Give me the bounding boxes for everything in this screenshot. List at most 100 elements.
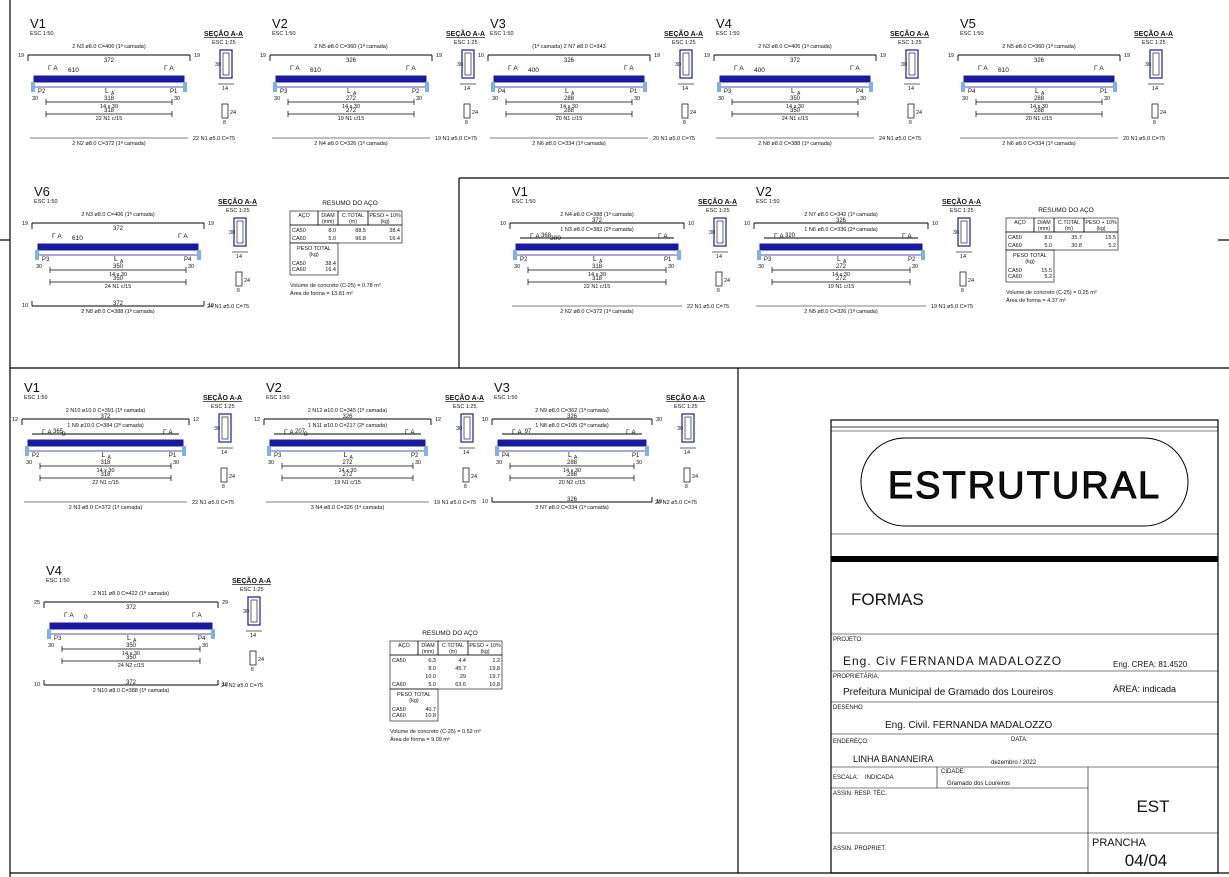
top-beam-v4-l-label: L [791,88,795,95]
mid-beam-v1-support-l [513,250,517,260]
summary-1-h-text-3-0: PESO + 10% [369,213,401,219]
top-beam-v2-lap: 610 [310,67,321,74]
top-beam-v4-top-bar-label: 2 N3 ø8.0 C=406 (1ª camada) [758,43,832,50]
mid-beam-v1-supw-r: 30 [668,264,674,270]
low-beam-v3-beam-body [497,439,647,447]
top-beam-v6-section-w: 14 [236,254,242,260]
top-beam-v3-beam-body [493,75,645,83]
summary-2-tot-val-0: 15.5 [1041,268,1052,274]
top-beam-v5-stirrup-w: 8 [1153,120,1156,126]
summary-3-cell-3-3: 10.8 [489,682,500,688]
summary-2-cell-0-1: 8.0 [1044,235,1052,241]
top-beam-v1-section-scale: ESC 1:25 [212,40,236,46]
low-beam-v3-stir: 20 N2 c/15 [559,480,586,486]
mid-beam-v2-section-w: 14 [960,254,966,260]
low-beam-v1-l-label: L [102,452,106,459]
summary-3-cell-1-1: 8.0 [428,666,436,672]
top-beam-v3-section-title: SEÇÃO A-A [664,29,703,38]
mid-beam-v2-bar2-label: 1 N6 ø8.0 C=336 (2ª camada) [804,226,878,233]
top-beam-v1-a-label: A [111,91,115,97]
top-beam-v3-supw-l: 30 [492,96,498,102]
low-beam-v4-stirrup-h: 24 [258,657,264,663]
top-beam-v4-support-r [869,82,873,92]
tb-projeto-value: Eng. Civ FERNANDA MADALOZZO [843,654,1062,668]
summary-2-vol: Volume de concreto (C-25) = 0.25 m³ [1006,290,1097,296]
summary-1-h-text-3-1: (kg) [380,219,389,225]
top-beam-v5-sup-r-label: P1 [1100,89,1108,95]
summary-3-body [389,654,503,690]
top-beam-v1-sup-l-label: P2 [38,89,46,95]
low-beam-v1-support-l [25,446,29,456]
low-beam-v2-l-label: L [344,452,348,459]
low-beam-v1-supw-r: 30 [173,460,179,466]
summary-2-cell-1-1: 5.0 [1044,243,1052,249]
top-beam-v6-dim14: 14 x 30 [109,272,127,278]
low-beam-v3-section-h: 30 [677,426,683,432]
low-beam-v1-section-rect [218,413,232,443]
summary-1-h-text-0-0: AÇO [298,213,309,219]
low-beam-v3-title: V3 [494,380,510,395]
summary-2-h-text-3-0: PESO + 10% [1085,220,1117,226]
summary-3-peso-1: (kg) [409,698,419,704]
summary-2-peso-0: PESO TOTAL [1013,253,1047,259]
summary-3-cell-0-2: 4.4 [458,658,466,664]
top-beam-v5-section-w: 14 [1152,86,1158,92]
mid-beam-v2-hook-r-val: 10 [932,221,938,227]
low-beam-v1-sup-l-label: P2 [32,453,40,459]
tb-escala-value: INDICADA [865,775,894,781]
top-beam-v1-sup-r-label: P1 [170,89,178,95]
low-beam-v2-bar2-len: 207 [295,429,306,435]
summary-3-cell-0-3: 1.2 [492,658,500,664]
top-beam-v1-stir: 22 N1 c/15 [96,116,123,122]
mid-beam-v1-section-scale: ESC 1:25 [706,208,730,214]
top-beam-v2-section-w: 14 [464,86,470,92]
low-beam-v1-section-h: 30 [214,426,220,432]
top-beam-v2-hook-l-val: 19 [260,53,266,59]
mid-beam-v2-l-label: L [837,256,841,263]
low-beam-v4-support-r [211,629,215,639]
low-beam-v1-section-scale: ESC 1:25 [211,404,235,410]
summary-3-tot-name-1: CA60 [392,713,406,719]
summary-3-cell-2-1: 10.0 [425,674,436,680]
low-beam-v1-stirrup-w: 8 [222,484,225,490]
mid-beam-v1-scale: ESC 1:50 [512,199,536,205]
low-beam-v3-stirrup-w: 8 [685,484,688,490]
top-beam-v6-bot-hook-rv: 10 [208,303,214,309]
summary-2-h-text-3-1: (kg) [1096,226,1105,232]
summary-2-body [1005,231,1119,251]
low-beam-v2-bot-label: 3 N4 ø8.0 C=326 (1ª camada) [311,504,385,511]
mid-beam-v1-section-h: 30 [709,230,715,236]
mid-beam-v1-section-title: SEÇÃO A-A [698,197,737,206]
low-beam-v4-span2-label: 350 [126,655,137,661]
summary-1-vol: Volume de concreto (C-25) = 0.78 m³ [290,283,381,289]
title-block-frame [830,419,1219,874]
top-beam-v6-cut-r: Γ A [178,233,188,240]
low-beam-v3-hook-l-val: 10 [482,417,488,423]
low-beam-v3-span2-label: 288 [567,472,578,478]
summary-3-peso-0: PESO TOTAL [397,692,431,698]
summary-3-h-text-3-1: (kg) [480,649,489,655]
low-beam-v4-scale: ESC 1:50 [46,578,70,584]
mid-beam-v2-cut-l: Γ A [774,233,784,240]
low-beam-v4-stirrup-w: 8 [251,667,254,673]
top-beam-v4-lap: 400 [754,67,765,74]
low-beam-v4-cut-r: Γ A [192,612,202,619]
top-beam-v3-section-stirrup [682,52,690,76]
top-beam-v6-hook-r-val: 19 [208,221,214,227]
top-beam-v3-lap: 400 [528,67,539,74]
summary-3-tot-name-0: CA50 [392,707,406,713]
summary-2-cell-1-2: 30.8 [1071,243,1082,249]
top-beam-v3-support-l [491,82,495,92]
top-beam-v4-sup-l-label: P3 [724,89,732,95]
top-beam-v1-scale: ESC 1:50 [30,31,54,37]
mid-beam-v2-scale: ESC 1:50 [756,199,780,205]
summary-2-peso-box [1005,249,1055,283]
low-beam-v4-section-title: SEÇÃO A-A [232,576,271,585]
tb-discipline: ESTRUTURAL [888,465,1161,507]
top-beam-v4-supw-r: 30 [860,96,866,102]
top-beam-v2-top-len: 326 [346,58,357,64]
low-beam-v2-stirrup-detail [462,467,470,483]
top-beam-v1-top-bar-label: 2 N3 ø8.0 C=406 (1ª camada) [72,43,146,50]
